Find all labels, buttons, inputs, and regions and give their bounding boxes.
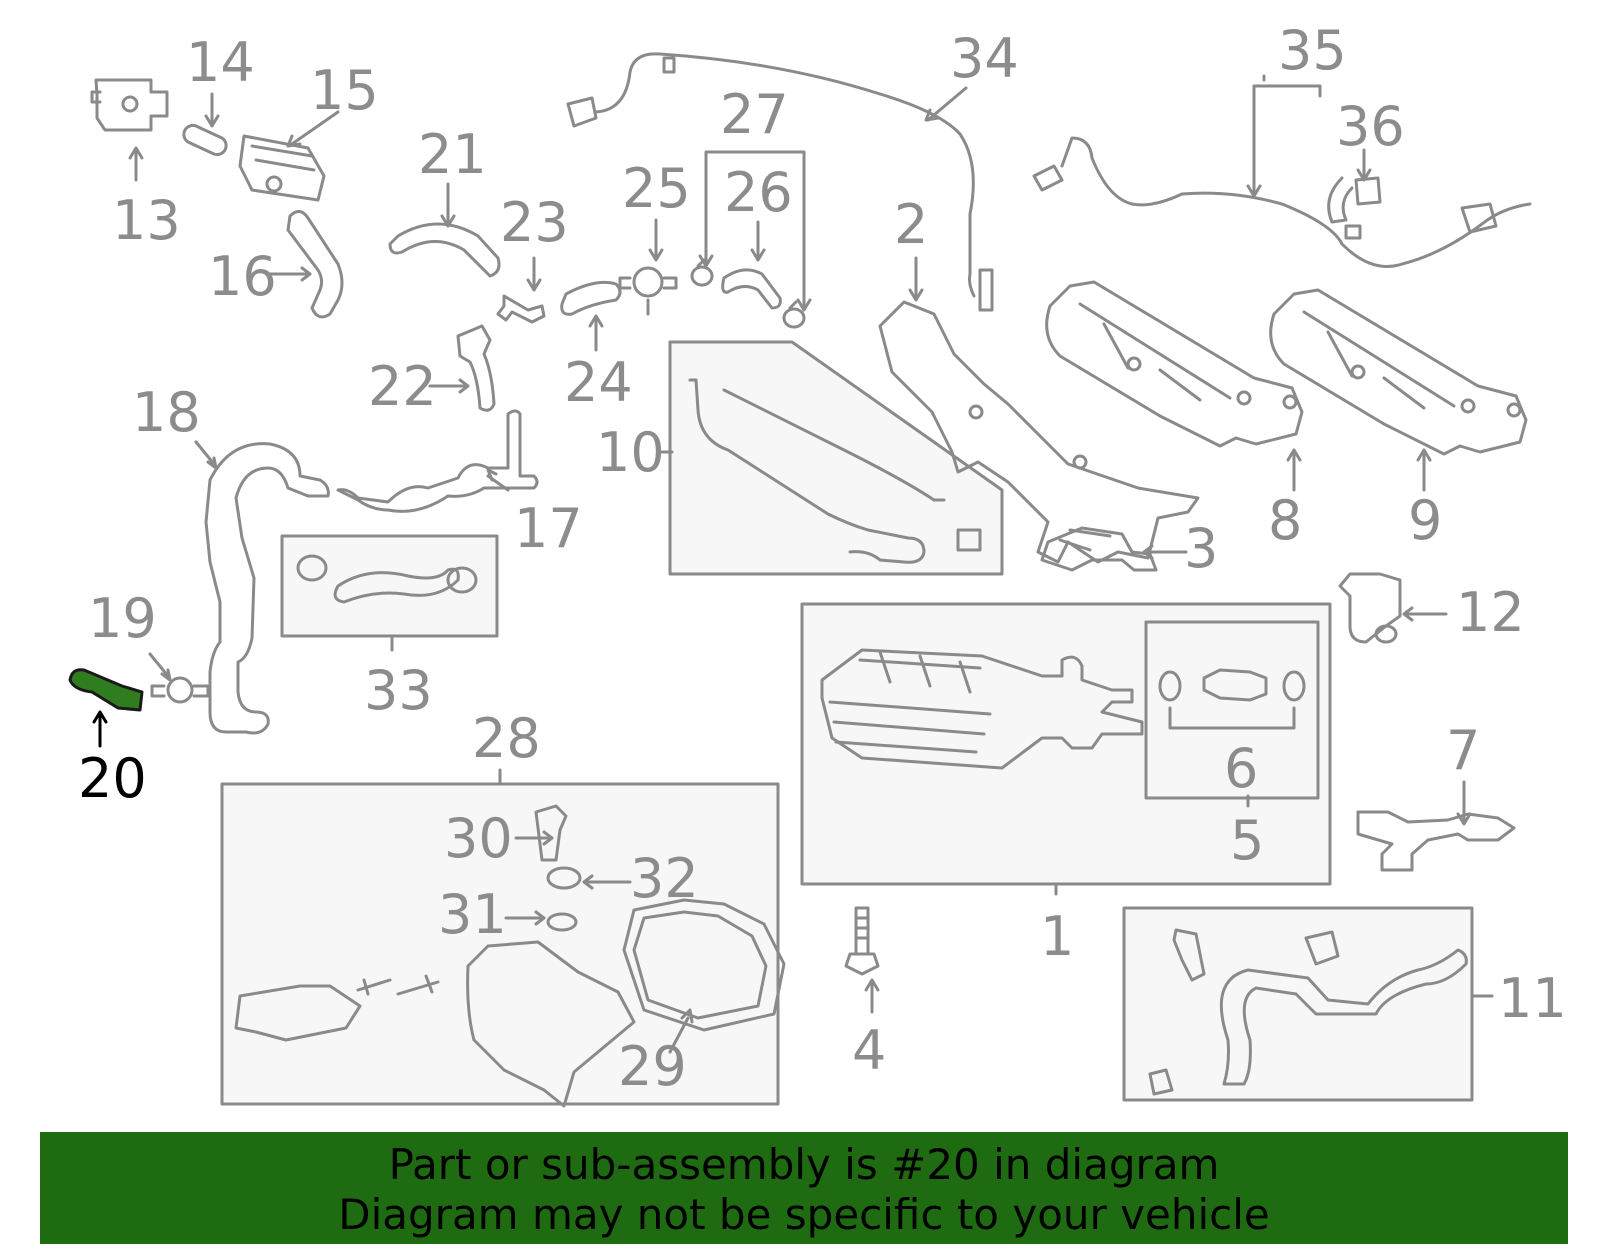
callout-9: 9 — [1408, 489, 1443, 552]
callout-20: 20 — [78, 747, 147, 810]
callout-25: 25 — [622, 157, 691, 220]
fitting-23 — [496, 294, 546, 324]
harness-7 — [1356, 810, 1516, 872]
callout-3: 3 — [1184, 517, 1219, 580]
callout-31: 31 — [438, 883, 507, 946]
valve-25 — [618, 266, 678, 316]
callout-5: 5 — [1230, 809, 1265, 872]
banner-line-2: Diagram may not be specific to your vehi… — [338, 1190, 1270, 1239]
group-boxes — [220, 340, 1474, 1106]
banner-line-1: Part or sub-assembly is #20 in diagram — [388, 1140, 1220, 1189]
callout-17: 17 — [514, 497, 583, 560]
bracket-2 — [878, 300, 1200, 564]
callout-36: 36 — [1336, 95, 1405, 158]
shield-8 — [1045, 280, 1304, 448]
callout-26: 26 — [724, 161, 793, 224]
hose-21 — [388, 222, 501, 278]
hose-26 — [721, 268, 782, 310]
line-11 — [1148, 928, 1468, 1096]
callout-14: 14 — [186, 31, 255, 94]
callout-6: 6 — [1224, 737, 1259, 800]
callout-8: 8 — [1268, 489, 1303, 552]
callout-18: 18 — [132, 381, 201, 444]
callout-30: 30 — [444, 807, 513, 870]
callout-15: 15 — [310, 59, 379, 122]
callout-13: 13 — [112, 189, 181, 252]
callout-19: 19 — [88, 587, 157, 650]
box-11 — [1122, 906, 1474, 1102]
callout-2: 2 — [894, 193, 929, 256]
callout-12: 12 — [1456, 581, 1525, 644]
line-10 — [688, 378, 982, 564]
hose-24 — [560, 280, 622, 316]
callout-34: 34 — [950, 27, 1019, 90]
callout-28: 28 — [472, 707, 541, 770]
callout-27: 27 — [720, 83, 789, 146]
bracket-3 — [1040, 526, 1158, 572]
kit-33 — [296, 554, 478, 604]
leader-20 — [92, 710, 108, 748]
hose-18 — [204, 442, 330, 735]
connector-36 — [1327, 176, 1382, 224]
box-33 — [280, 534, 499, 638]
callout-21: 21 — [418, 123, 487, 186]
bolt-4 — [844, 906, 880, 976]
callout-7: 7 — [1446, 719, 1481, 782]
shield-9 — [1269, 288, 1528, 456]
callout-23: 23 — [500, 191, 569, 254]
leader-lines — [128, 74, 1494, 1054]
info-banner: Part or sub-assembly is #20 in diagram D… — [40, 1132, 1568, 1244]
callout-22: 22 — [368, 355, 437, 418]
canister-1 — [820, 648, 1144, 770]
callout-24: 24 — [564, 351, 633, 414]
hose-14 — [182, 123, 228, 157]
box-10 — [668, 340, 1004, 576]
callout-33: 33 — [364, 659, 433, 722]
kit-6 — [1158, 668, 1306, 730]
valve-19 — [150, 676, 210, 704]
clamp-27b — [782, 300, 806, 329]
callout-29: 29 — [618, 1035, 687, 1098]
callout-35: 35 — [1278, 19, 1347, 82]
fitting-12 — [1338, 572, 1402, 644]
callout-1: 1 — [1040, 905, 1075, 968]
line-17 — [336, 409, 539, 513]
hose-22 — [456, 324, 496, 412]
callout-16: 16 — [208, 245, 277, 308]
callout-11: 11 — [1498, 967, 1567, 1030]
valve-13 — [90, 78, 169, 132]
hose-20 — [68, 668, 144, 712]
sensor-35 — [1032, 136, 1532, 268]
sensor-34 — [566, 52, 994, 312]
callout-4: 4 — [852, 1019, 887, 1082]
hose-16 — [286, 210, 344, 319]
box-5 — [1144, 620, 1320, 800]
kit-28 — [234, 804, 786, 1108]
callout-32: 32 — [630, 847, 699, 910]
valve-15 — [238, 134, 326, 202]
callout-10: 10 — [596, 421, 665, 484]
